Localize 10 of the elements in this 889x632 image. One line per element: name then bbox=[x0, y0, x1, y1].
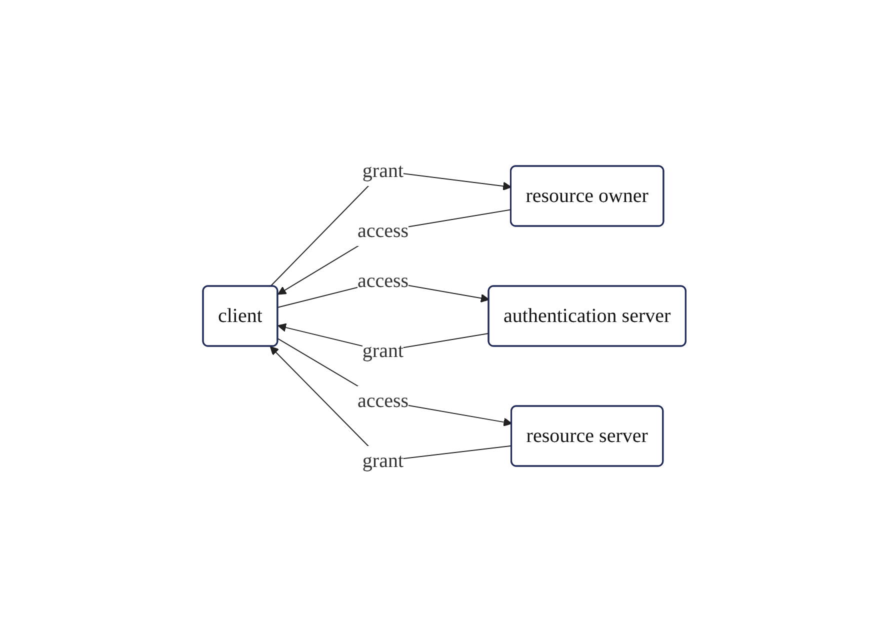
edge-label: access bbox=[358, 220, 409, 242]
edge-label: grant bbox=[362, 450, 404, 472]
edge-label: grant bbox=[362, 340, 404, 362]
arrow bbox=[278, 209, 512, 295]
arrow bbox=[270, 170, 512, 287]
arrow bbox=[270, 346, 512, 462]
edge-label: grant bbox=[362, 160, 404, 182]
edge-label: access bbox=[358, 270, 409, 292]
arrow bbox=[278, 338, 512, 426]
edge-label: access bbox=[358, 390, 409, 412]
